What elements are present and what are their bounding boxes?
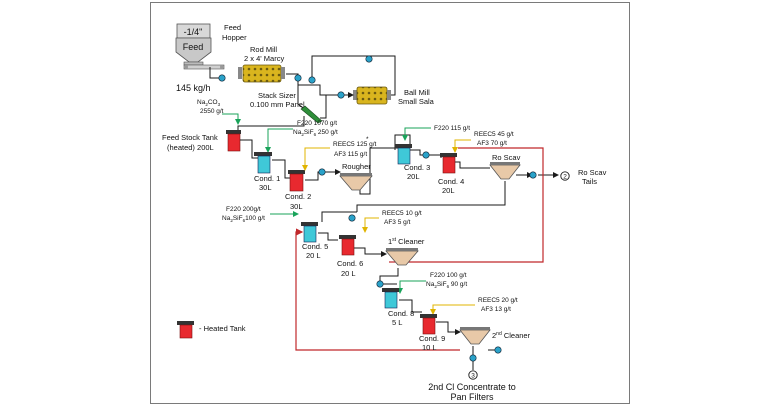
reagent-8-line-1: REEC5 20 g/t — [478, 297, 518, 304]
reagent-7-line — [397, 280, 426, 294]
reagent-2-star: * — [366, 136, 369, 143]
heated-tank-icon — [339, 235, 356, 256]
pump-icon — [376, 280, 502, 362]
stream-number-icon — [560, 171, 570, 181]
reagent-1-line-1: F220 1070 g/t — [297, 120, 337, 127]
flotation-cell-icon — [489, 162, 521, 180]
cond-9-label: Cond. 9 — [419, 334, 445, 343]
ro-scav-tails-label-1: Ro Scav — [578, 168, 607, 177]
cond-1-volume: 30L — [259, 183, 272, 192]
reagent-8-line — [430, 304, 475, 315]
final-product-label-2: Pan Filters — [450, 392, 494, 402]
reagent-1-line — [265, 128, 293, 153]
heated-tank-icon — [420, 314, 437, 335]
ro-scav-label: Ro Scav — [492, 153, 521, 162]
reagent-4-line-1: REEC5 45 g/t — [474, 131, 514, 138]
pump-icon — [318, 151, 537, 222]
stream-2-number: 2 — [563, 174, 567, 181]
cond-4-label: Cond. 4 — [438, 177, 464, 186]
na2co3-label: Na2CO3 — [197, 99, 221, 107]
heated-tank-icon — [177, 321, 194, 339]
heated-tank-icon — [226, 130, 241, 152]
reagent-2-line-1: REEC5 125 g/t — [333, 141, 377, 148]
cond-5-volume: 20 L — [306, 251, 321, 260]
cond-6-volume: 20 L — [341, 269, 356, 278]
na2co3-reagent-line — [222, 113, 241, 125]
feed-hopper-label-1: Feed — [224, 23, 241, 32]
reagent-5-line-2: Na2SiF6100 g/t — [222, 215, 265, 223]
rod-mill-icon — [238, 64, 285, 83]
reagent-6-line-1: REEC5 10 g/t — [382, 210, 422, 217]
heated-tank-icon — [440, 153, 457, 174]
feed-hopper-icon — [175, 23, 225, 70]
reagent-8-line-2: AF3 13 g/t — [481, 306, 511, 313]
hopper-feed-label: Feed — [183, 42, 204, 52]
feed-tank-label-1: Feed Stock Tank — [162, 133, 218, 142]
cond-6-label: Cond. 6 — [337, 259, 363, 268]
reagent-6-line — [362, 217, 379, 233]
ro-scav-tails-label-2: Tails — [582, 177, 597, 186]
rod-mill-label-2: 2 x 4' Marcy — [244, 54, 284, 63]
cleaner-1-label: 1st Cleaner — [388, 237, 425, 246]
stack-sizer-label-2: 0.100 mm Panel — [250, 100, 305, 109]
reagent-1-line-2: Na2SiF6 250 g/t — [293, 129, 338, 137]
heated-tank-icon — [288, 170, 305, 192]
cond-9-volume: 10 L — [422, 343, 437, 352]
cond-3-volume: 20L — [407, 172, 420, 181]
reagent-6-line-2: AF3 5 g/t — [384, 219, 411, 226]
stream-number-icon — [468, 370, 478, 380]
cond-2-label: Cond. 2 — [285, 192, 311, 201]
feed-rate-label: 145 kg/h — [176, 83, 211, 93]
reagent-5-line-1: F220 200g/t — [226, 206, 261, 213]
reagent-7-line-1: F220 100 g/t — [430, 272, 467, 279]
conditioner-tank-icon — [254, 152, 272, 174]
cond-3-label: Cond. 3 — [404, 163, 430, 172]
cleaner-1-flow-lines — [318, 211, 399, 284]
reagent-4-line-2: AF3 70 g/t — [477, 140, 507, 147]
ro-scav-conc-line — [356, 181, 506, 212]
rod-mill-label-1: Rod Mill — [250, 45, 277, 54]
hopper-size-label: -1/4" — [184, 27, 203, 37]
feed-tank-label-2: (heated) 200L — [167, 143, 214, 152]
ball-mill-label-1: Ball Mill — [404, 88, 430, 97]
reagent-2-line-2: AF3 115 g/t — [334, 151, 367, 158]
diagram-frame — [150, 2, 630, 404]
cond-1-label: Cond. 1 — [254, 174, 280, 183]
reagent-4-line — [452, 139, 471, 153]
na2co3-dose: 2550 g/t — [200, 108, 224, 115]
ball-mill-icon — [353, 86, 391, 105]
cond-2-volume: 30L — [290, 202, 303, 211]
stream-3-number: 3 — [471, 373, 475, 380]
cond-4-volume: 20L — [442, 186, 455, 195]
cond-8-label: Cond. 8 — [388, 309, 414, 318]
reagent-3-label: F220 115 g/t — [434, 125, 470, 132]
flotation-cell-icon — [339, 173, 373, 191]
ball-mill-label-2: Small Sala — [398, 97, 435, 106]
reagent-7-line-2: Na2SiF6 90 g/t — [426, 281, 467, 289]
final-product-label-1: 2nd Cl Concentrate to — [428, 382, 516, 392]
screen-icon — [300, 105, 323, 124]
reagent-2-line — [302, 147, 330, 171]
cleaner-2-label: 2nd Cleaner — [492, 331, 531, 340]
flotation-cell-icon — [459, 327, 491, 345]
stack-sizer-label-1: Stack Sizer — [258, 91, 296, 100]
conditioner-tank-icon — [382, 288, 399, 309]
flotation-cell-icon — [385, 248, 419, 266]
conditioner-tank-icon — [395, 144, 412, 165]
feed-hopper-label-2: Hopper — [222, 33, 247, 42]
reagent-3-line — [402, 127, 431, 141]
legend-heated-tank-label: - Heated Tank — [199, 324, 246, 333]
cond-8-volume: 5 L — [392, 318, 402, 327]
rougher-flow-lines — [240, 134, 559, 195]
rougher-label: Rougher — [342, 162, 371, 171]
conditioner-tank-icon — [301, 222, 318, 243]
pump-icon — [218, 55, 373, 99]
cond-5-label: Cond. 5 — [302, 242, 328, 251]
